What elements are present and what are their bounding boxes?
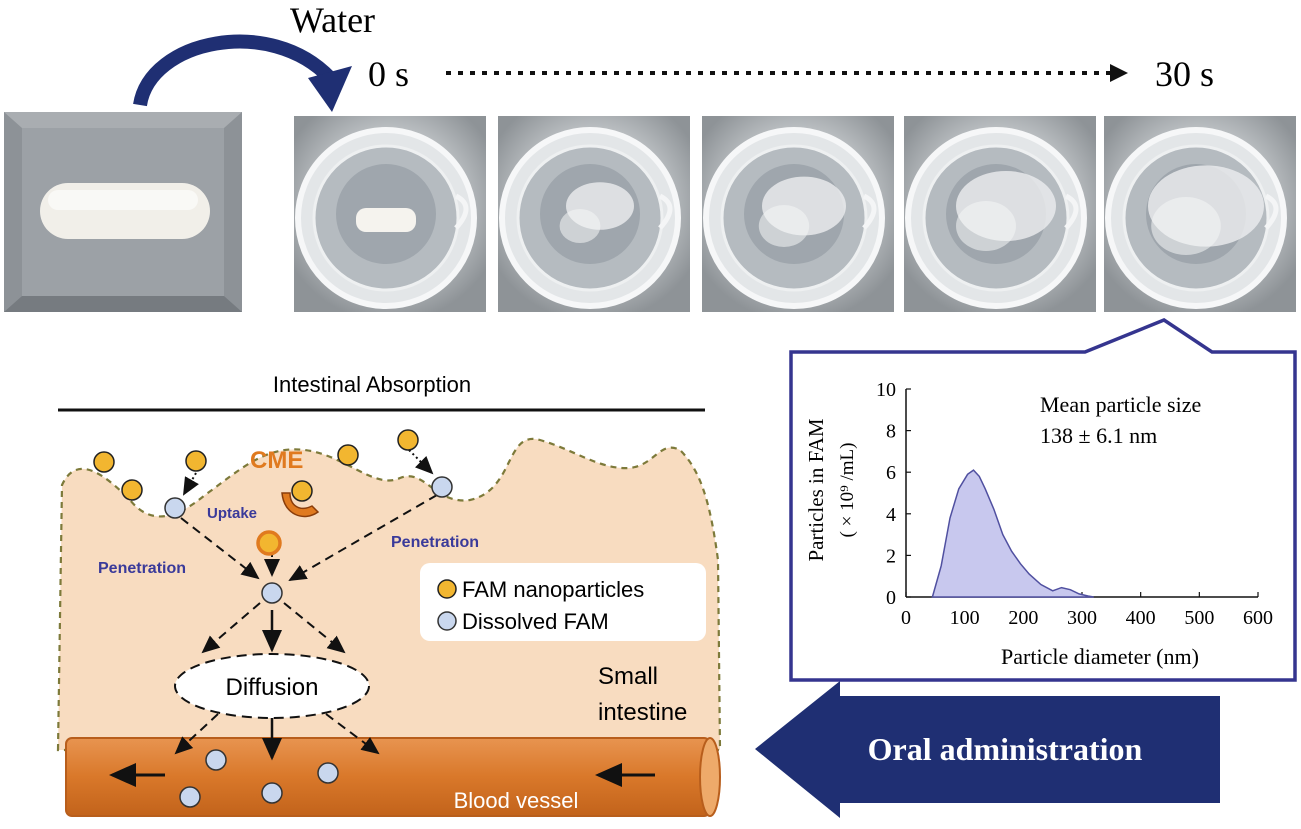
nanoparticle-icon [121,479,143,501]
x-tick-label: 300 [1067,607,1097,629]
penetration-right-label: Penetration [391,534,479,551]
dissolved-fam [164,476,453,808]
pathway-arrows [174,494,438,755]
y-tick-label: 4 [886,504,896,526]
size-distribution-chart: Mean particle size 138 ± 6.1 nm Particle… [804,379,1273,669]
y-tick-label: 0 [886,587,896,609]
dissolve-arrow-right [408,449,434,475]
chart-annotation-line2: 138 ± 6.1 nm [1040,423,1157,448]
water-arrow [133,34,352,112]
legend-nanoparticle-icon [437,579,457,599]
dissolved-fam-icon [164,497,186,519]
water-label: Water [290,0,375,40]
nanoparticle-icon [337,444,359,466]
internalized-nanoparticle-icon [256,530,282,556]
legend: FAM nanoparticles Dissolved FAM [420,563,706,641]
chart-x-axis-label: Particle diameter (nm) [1001,644,1199,669]
blood-vessel-label: Blood vessel [454,788,579,813]
y-tick-label: 6 [886,462,896,484]
uptake-label: Uptake [207,505,257,522]
chart-annotation-line1: Mean particle size [1040,392,1201,417]
dissolved-fam-icon [179,786,201,808]
beaker-photo-4 [1104,116,1296,312]
time-end-label: 30 s [1155,54,1214,94]
x-tick-label: 500 [1184,607,1214,629]
beaker-photo-1 [498,116,690,312]
x-tick-label: 100 [950,607,980,629]
beaker-photo-0 [294,116,486,312]
tablet-in-water-icon [356,208,416,232]
y-tick-label: 2 [886,545,896,567]
legend-dissolved-icon [437,611,457,631]
cme-label: CME [250,447,303,474]
dissolved-fam-icon [261,582,283,604]
diffusion-ellipse [174,653,370,719]
dissolved-fam-icon [261,782,283,804]
x-tick-label: 600 [1243,607,1273,629]
tablet-photo [4,112,242,312]
chart-y-axis-label-1: Particles in FAM [804,418,828,561]
nanoparticle-icon [291,480,313,502]
x-tick-label: 400 [1126,607,1156,629]
beaker-photo-3 [904,116,1096,312]
chart-y-axis-label-2: ( × 10⁹ /mL) [837,443,858,538]
x-tick-label: 0 [901,607,911,629]
chart-callout-box [789,318,1297,682]
beaker-photo-2 [702,116,894,312]
time-arrowhead-icon [1110,64,1128,82]
diffusion-label: Diffusion [226,674,319,701]
cme-vesicle-icon [281,492,320,518]
time-start-label: 0 s [368,54,409,94]
y-tick-label: 8 [886,421,896,443]
dissolve-arrow-left [183,472,199,496]
penetration-left-label: Penetration [98,560,186,577]
nanoparticles [93,429,419,502]
small-intestine-label-2: intestine [598,699,687,726]
distribution-area [931,469,1094,598]
y-tick-label: 10 [876,379,896,401]
x-tick-label: 200 [1008,607,1038,629]
legend-nanoparticles-label: FAM nanoparticles [462,577,644,602]
oral-administration-label: Oral administration [868,731,1143,767]
nanoparticle-icon [185,450,207,472]
oral-administration-arrow [755,681,1220,818]
small-intestine-label-1: Small [598,663,658,690]
dissolved-fam-icon [431,476,453,498]
blood-vessel [65,737,721,817]
legend-dissolved-label: Dissolved FAM [462,609,609,634]
nanoparticle-icon [93,451,115,473]
nanoparticle-icon [397,429,419,451]
absorption-title: Intestinal Absorption [273,372,471,397]
dissolved-fam-icon [317,762,339,784]
dissolved-fam-icon [205,749,227,771]
